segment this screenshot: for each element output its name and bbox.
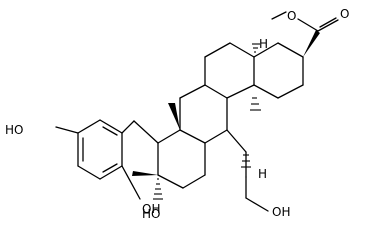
tertiary-hydroxyl-label: HO (142, 207, 160, 221)
tertiary-hydroxyl-hash (153, 178, 163, 200)
junction-h-bottom-hash (250, 97, 261, 111)
carbonyl-oxygen-label: O (340, 7, 349, 21)
ring-c (204, 42, 255, 99)
phenol-hydroxyl-right-group: OH (121, 165, 160, 216)
benzyl-linker (121, 120, 159, 144)
primary-hydroxyl-label: OH (272, 205, 290, 219)
hydroquinone-ring (77, 119, 123, 180)
methyl-wedge-upper (168, 103, 180, 130)
methyl-wedge-lower (132, 171, 158, 176)
ring-a (157, 129, 206, 189)
methyl-ester-group (271, 11, 339, 57)
ester-wedge (303, 30, 320, 57)
ring-b (179, 84, 228, 144)
junction-h-top-hash (252, 43, 260, 53)
hydroxymethyl-arm (241, 151, 269, 212)
phenol-hydroxyl-right-label: OH (142, 202, 160, 216)
molecule-structure-drawing: HO OH HO (5, 7, 349, 221)
ring-d (253, 42, 304, 99)
phenol-hydroxyl-left-group: HO (5, 123, 79, 137)
junction-h-bottom-label: H (258, 167, 267, 181)
phenol-hydroxyl-left-label: HO (5, 123, 23, 137)
junction-to-hydroxymethyl-bond (226, 129, 247, 153)
junction-h-top-label: H (259, 37, 268, 51)
ester-oxygen-label: O (287, 9, 296, 23)
